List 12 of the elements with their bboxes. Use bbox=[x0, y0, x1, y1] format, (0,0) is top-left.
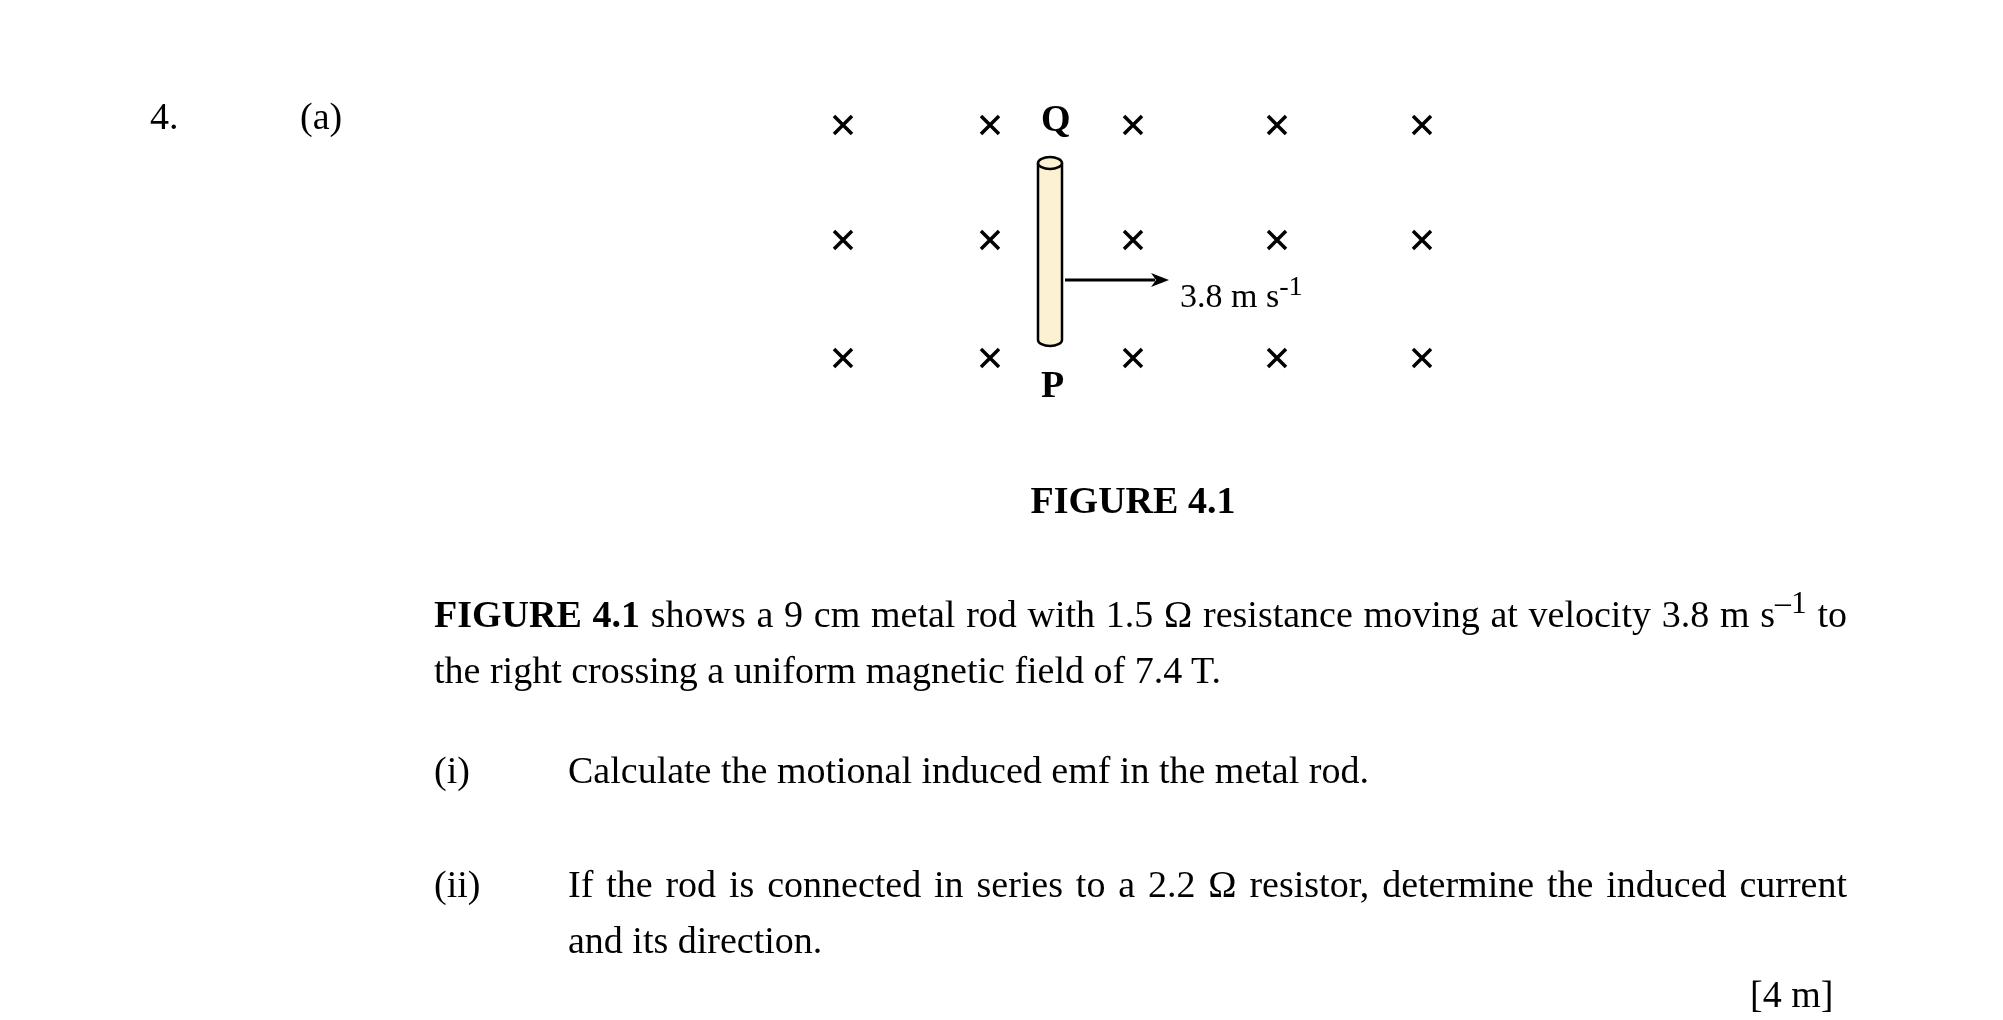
question-text: If the rod is connected in series to a 2.2 Ω resistor, determine the induced current and its direction. bbox=[568, 862, 1847, 963]
marks-label: [4 m] bbox=[1750, 972, 1834, 1017]
part-label: (a) bbox=[300, 94, 343, 139]
question-paragraph: FIGURE 4.1 shows a 9 cm metal rod with 1.5 Ω resistance moving at velocity 3.8 m s$^{–1}$ to the right crossing a uniform magnetic field of 7.4 T. bbox=[434, 584, 1847, 693]
figure-caption: FIGURE 4.1 bbox=[1029, 478, 1237, 523]
end-label: P bbox=[1041, 362, 1065, 407]
subpart-label: (i) bbox=[434, 748, 470, 793]
velocity-label: 3.8 m s$^{-1}$ bbox=[1180, 269, 1303, 317]
subpart-label: (ii) bbox=[434, 862, 481, 907]
end-label: Q bbox=[1041, 96, 1071, 141]
question-text: Calculate the motional induced emf in the metal rod. bbox=[568, 748, 1369, 793]
question-number: 4. bbox=[150, 94, 179, 139]
